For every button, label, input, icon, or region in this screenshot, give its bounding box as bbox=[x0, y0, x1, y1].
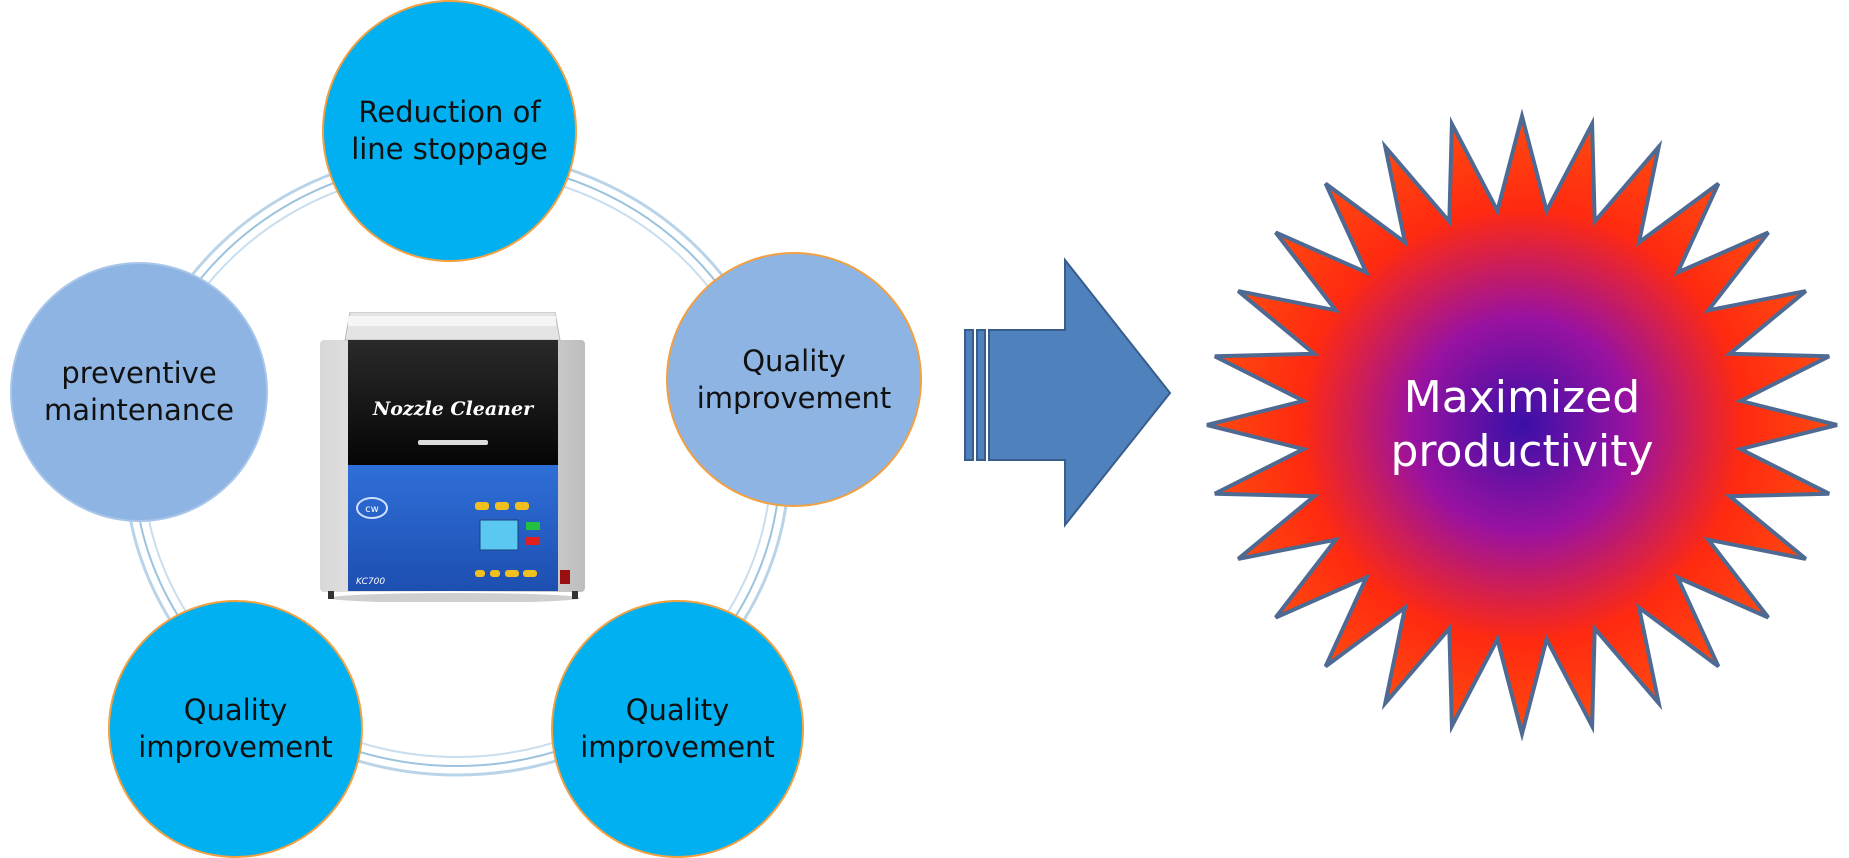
node-label: preventive maintenance bbox=[44, 356, 234, 427]
node-quality-improvement-bottom-left: Quality improvement bbox=[108, 600, 363, 858]
device-model-text: KC700 bbox=[356, 577, 385, 587]
right-arrow-icon bbox=[964, 257, 1172, 528]
node-preventive-maintenance: preventive maintenance bbox=[10, 262, 268, 522]
result-label: Maximized productivity bbox=[1195, 105, 1849, 745]
node-reduction-of-line-stoppage: Reduction of line stoppage bbox=[322, 0, 577, 262]
result-text: Maximized productivity bbox=[1390, 372, 1654, 477]
node-quality-improvement-right: Quality improvement bbox=[666, 252, 922, 507]
nozzle-cleaner-image: Nozzle Cleaner cw KC700 bbox=[320, 312, 585, 602]
device-logo-text: cw bbox=[365, 504, 379, 515]
node-quality-improvement-bottom-right: Quality improvement bbox=[551, 600, 804, 858]
node-label: Reduction of line stoppage bbox=[351, 95, 548, 166]
device-brand-text: Nozzle Cleaner bbox=[372, 398, 535, 420]
node-label: Quality improvement bbox=[696, 343, 892, 415]
node-label: Quality improvement bbox=[580, 693, 775, 764]
node-label: Quality improvement bbox=[138, 693, 333, 764]
starburst-shape bbox=[1206, 108, 1838, 742]
